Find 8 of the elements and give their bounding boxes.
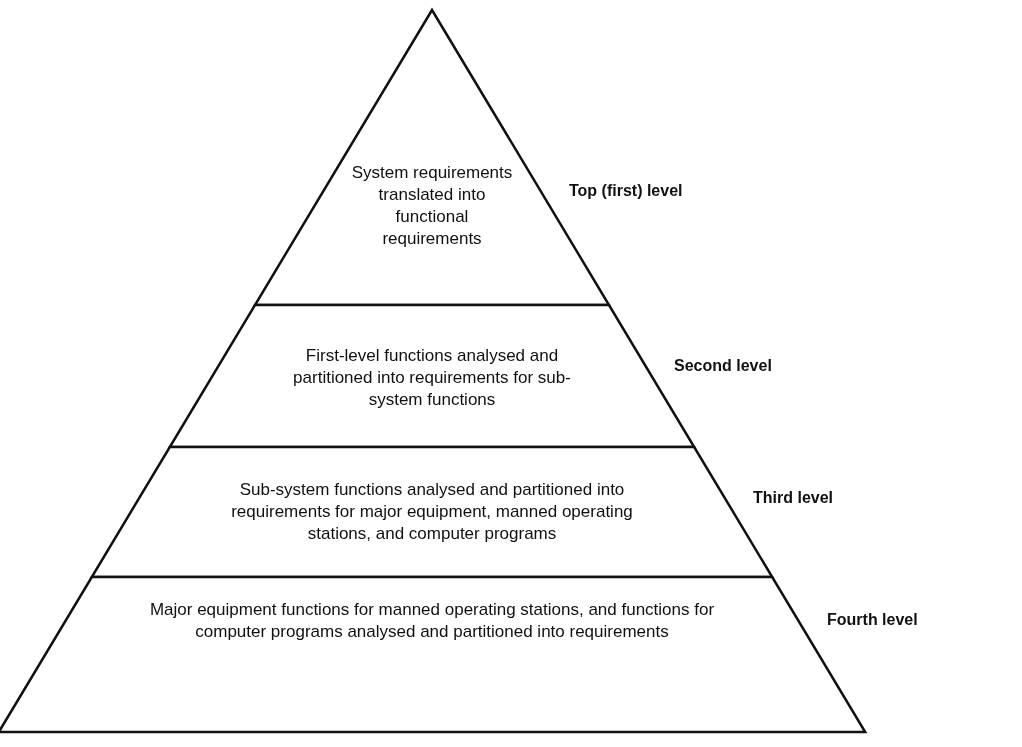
tier-description: First-level functions analysed and partitioned into requirements for sub-system functions bbox=[292, 345, 572, 411]
tier-description: Sub-system functions analysed and partitioned into requirements for major equipment, manned operating stations, and computer programs bbox=[230, 479, 634, 545]
tier-description: Major equipment functions for manned operating stations, and functions for computer programs analysed and partitioned into requirements bbox=[148, 599, 716, 643]
level-label: Second level bbox=[674, 357, 772, 375]
level-label: Top (first) level bbox=[569, 182, 683, 200]
tier-description: System requirements translated into functional requirements bbox=[350, 162, 514, 250]
level-label: Third level bbox=[753, 489, 834, 507]
level-label: Fourth level bbox=[827, 611, 918, 629]
